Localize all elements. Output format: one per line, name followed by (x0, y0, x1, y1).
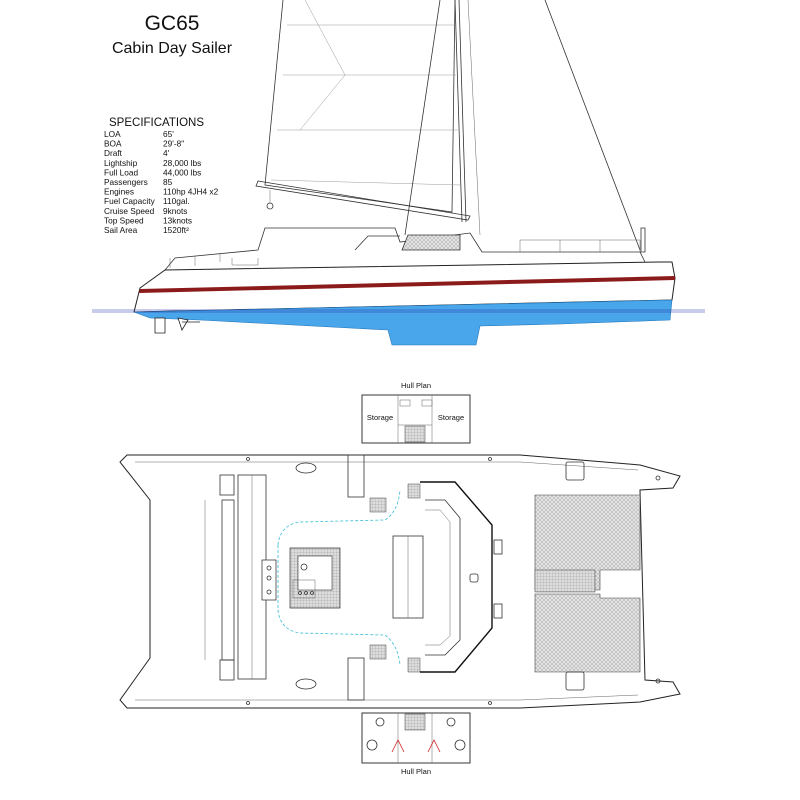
rudder (154, 317, 166, 334)
spec-value: 85 (163, 177, 173, 187)
hull-plan-bottom-label: Hull Plan (401, 767, 431, 776)
spec-label: Draft (104, 148, 123, 158)
forward-walkway (534, 569, 596, 593)
cabin-window (401, 234, 461, 251)
spec-label: Fuel Capacity (104, 196, 156, 206)
spec-value: 110hp 4JH4 x2 (163, 187, 219, 197)
model-subtitle: Cabin Day Sailer (112, 40, 233, 57)
deck-railing (231, 239, 641, 266)
stairs-lower (369, 644, 387, 660)
spec-label: Passengers (104, 177, 148, 187)
spec-label: Sail Area (104, 225, 138, 235)
specifications-table: SPECIFICATIONS LOA 65' BOA 29'-8" Draft 4' Lig… (104, 117, 219, 235)
cabin-profile (164, 227, 646, 271)
forward-bulkhead (420, 481, 493, 673)
spec-value: 29'-8" (163, 139, 184, 149)
spec-value: 110gal. (163, 196, 190, 206)
model-title: GC65 (145, 12, 200, 35)
stairs-upper (369, 497, 387, 513)
hatch (219, 474, 235, 496)
hull-plan-bottom: Hull Plan (361, 712, 471, 776)
backstay (404, 0, 441, 236)
deck-hatch-oval (295, 678, 317, 690)
boom-vang-block (266, 202, 274, 210)
spec-value: 4' (163, 148, 170, 158)
sink-icon (300, 563, 308, 571)
spec-value: 44,000 lbs (163, 167, 201, 177)
hatch (565, 671, 585, 691)
mast-aft-edge (458, 0, 467, 223)
cabin-top (354, 235, 400, 251)
specifications-rows: LOA 65' BOA 29'-8" Draft 4' Lightship 28,000 lb… (104, 129, 219, 235)
hatch (565, 461, 585, 481)
boot-stripe (139, 276, 675, 293)
side-elevation (92, 0, 705, 346)
bench-outer (221, 499, 235, 661)
forestay (544, 0, 641, 251)
hull-plan-top: Hull Plan Storage Storage (361, 381, 471, 444)
propeller (177, 317, 200, 331)
mainsail (264, 0, 456, 213)
dashed-path-lower (277, 609, 401, 666)
deck-hatch-oval (295, 462, 317, 474)
spec-value: 1520ft² (163, 225, 189, 235)
hull-plan-top-stairs (404, 425, 426, 443)
forward-netting-lower (534, 593, 641, 673)
head-sink (366, 739, 378, 751)
spec-label: Cruise Speed (104, 206, 155, 216)
head-toilet (446, 717, 456, 727)
mainsail-battens (270, 24, 461, 186)
hull-plan-top-label: Hull Plan (401, 381, 431, 390)
spec-label: Full Load (104, 167, 139, 177)
specifications-heading: SPECIFICATIONS (109, 117, 204, 129)
bow-post (640, 227, 646, 253)
hull-plan-bottom-stairs (404, 713, 426, 731)
head-toilet (375, 717, 385, 727)
side-seat (347, 454, 365, 498)
deck-plan (119, 454, 681, 709)
spec-label: Lightship (104, 158, 138, 168)
spec-label: LOA (104, 129, 121, 139)
shroud (467, 0, 481, 236)
head-sink (454, 739, 466, 751)
mast (454, 0, 463, 223)
spec-label: BOA (104, 139, 122, 149)
spec-value: 9knots (163, 206, 187, 216)
spec-value: 65' (163, 129, 174, 139)
spec-label: Engines (104, 187, 134, 197)
dashed-path-upper (277, 489, 401, 546)
door-swing (391, 739, 441, 753)
mainsail-reef-line (299, 0, 346, 131)
storage-left-label: Storage (367, 413, 393, 422)
storage-right-label: Storage (438, 413, 464, 422)
waterline (92, 309, 705, 313)
forward-seating (425, 499, 461, 656)
boom (255, 180, 471, 221)
spec-value: 13knots (163, 215, 192, 225)
spec-label: Top Speed (104, 215, 144, 225)
side-seat (347, 657, 365, 701)
spec-value: 28,000 lbs (163, 158, 201, 168)
